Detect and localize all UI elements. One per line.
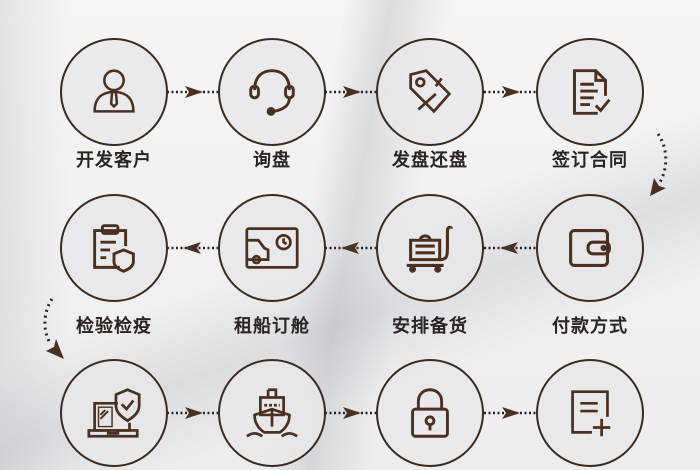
ship-icon: [246, 388, 298, 438]
arrow-right-icon: [325, 407, 377, 419]
step-4-label: 签订合同: [552, 150, 628, 171]
arrow-right-icon: [484, 86, 536, 98]
document-add-icon: [571, 390, 611, 437]
arrow-left-icon: [325, 242, 377, 254]
step-11-circle: [376, 359, 484, 467]
step-9-circle: [60, 359, 168, 467]
step-8-circle: [60, 194, 168, 302]
step-4-circle: [536, 38, 644, 146]
headset-icon: [249, 69, 295, 116]
arrow-right-icon: [325, 86, 377, 98]
cart-icon: [406, 225, 453, 273]
step-7-circle: [218, 194, 326, 302]
step-1-label: 开发客户: [76, 150, 152, 171]
price-tag-icon: [409, 69, 452, 114]
vehicle-schedule-icon: [245, 227, 299, 269]
step-5-circle: [536, 194, 644, 302]
arrow-right-icon: [167, 407, 219, 419]
arrow-left-icon: [167, 242, 219, 254]
step-3-circle: [376, 38, 484, 146]
arrow-right-icon: [167, 86, 219, 98]
step-12-circle: [536, 359, 644, 467]
arrow-left-icon: [484, 242, 536, 254]
contract-check-icon: [573, 69, 611, 115]
curved-arrow-down-icon: [650, 133, 668, 196]
arrow-right-icon: [484, 407, 536, 419]
laptop-shield-icon: [87, 388, 141, 438]
clipboard-shield-icon: [93, 224, 135, 273]
step-6-label: 安排备货: [392, 316, 468, 337]
step-3-label: 发盘还盘: [392, 150, 468, 171]
step-6-circle: [376, 194, 484, 302]
step-2-label: 询盘: [253, 150, 291, 171]
step-5-label: 付款方式: [552, 316, 628, 337]
step-7-label: 租船订舱: [234, 316, 310, 337]
lock-icon: [411, 388, 449, 438]
step-8-label: 检验检疫: [76, 316, 152, 337]
step-1-circle: [60, 38, 168, 146]
wallet-icon: [569, 229, 611, 267]
step-2-circle: [218, 38, 326, 146]
curved-arrow-down-icon: [43, 298, 64, 359]
customer-icon: [93, 69, 135, 113]
step-10-circle: [218, 359, 326, 467]
